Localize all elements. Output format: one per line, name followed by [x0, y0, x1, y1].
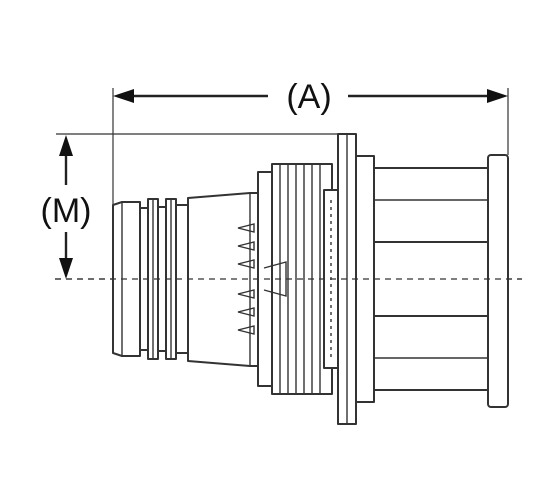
tooth: [237, 259, 255, 269]
tooth: [237, 289, 255, 299]
dimension-m-arrow-top: [59, 135, 73, 156]
dimension-a-arrow-right: [487, 89, 508, 103]
gripping-teeth: [237, 223, 255, 335]
dimension-a-arrow-left: [113, 89, 134, 103]
tooth: [237, 307, 255, 317]
socket-end: [355, 154, 509, 408]
dimension-m-label: (M): [41, 192, 92, 230]
socket-rim: [487, 154, 509, 408]
dimension-a-label: (A): [286, 78, 331, 116]
tooth: [237, 223, 255, 233]
tooth: [237, 241, 255, 251]
tooth: [237, 325, 255, 335]
dimension-m: (M): [41, 135, 92, 279]
dimension-m-arrow-bottom: [59, 258, 73, 279]
dimension-a: (A): [113, 78, 508, 116]
